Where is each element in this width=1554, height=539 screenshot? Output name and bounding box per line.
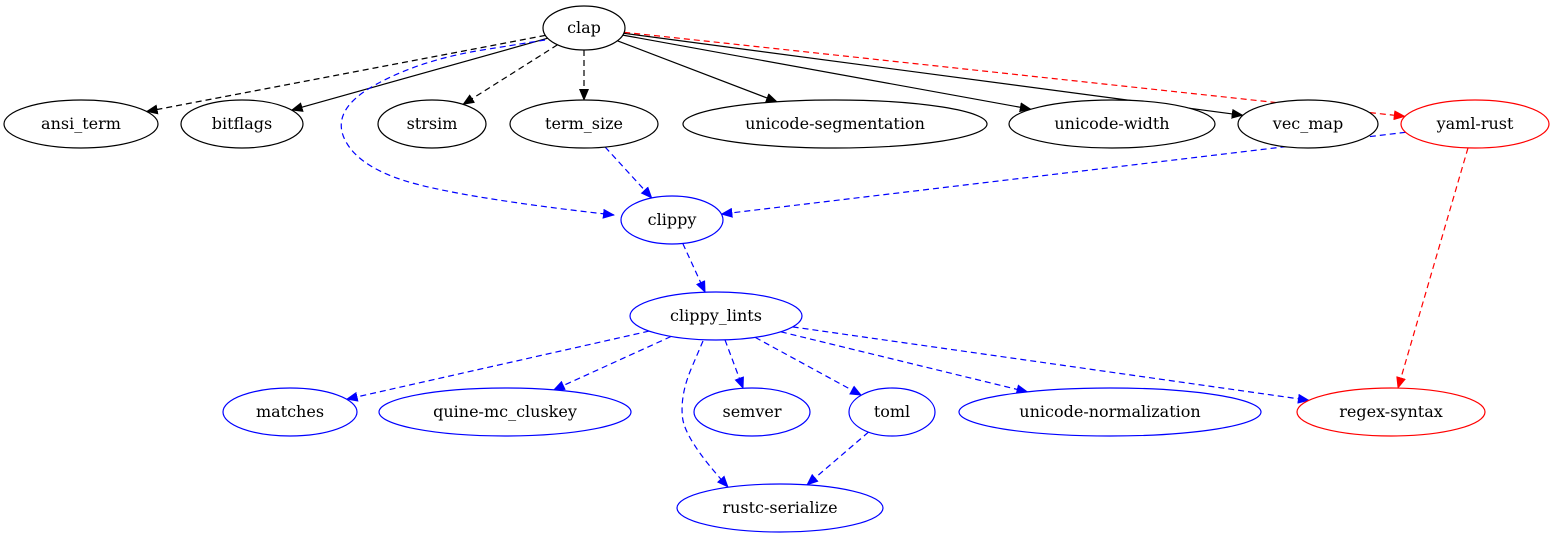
node-unicode-normalization: unicode-normalization — [958, 387, 1262, 437]
edge-clap-to-ansi_term — [145, 34, 546, 115]
edge-toml-to-rustc-serialize — [806, 431, 869, 486]
node-matches: matches — [222, 387, 358, 437]
node-ellipse — [620, 195, 724, 245]
node-label: regex-syntax — [1339, 402, 1443, 421]
node-label: clap — [567, 18, 601, 37]
node-label: ansi_term — [41, 114, 121, 133]
node-ellipse — [180, 99, 304, 149]
edge-clap-to-unicode-segmentation — [617, 40, 778, 103]
node-label: unicode-normalization — [1019, 402, 1200, 421]
edge-clippy-to-clippy_lints — [682, 243, 706, 294]
node-label: matches — [256, 402, 324, 421]
edge-clippy_lints-to-semver — [724, 339, 744, 390]
node-ellipse — [377, 99, 487, 149]
edge-clippy_lints-to-regex-syntax — [792, 326, 1310, 404]
node-label: term_size — [545, 114, 623, 133]
node-label: semver — [722, 402, 781, 421]
node-ansi_term: ansi_term — [3, 99, 159, 149]
node-ellipse — [1400, 99, 1550, 149]
node-ellipse — [848, 387, 936, 437]
node-quine-mc_cluskey: quine-mc_cluskey — [378, 387, 632, 437]
node-label: vec_map — [1272, 114, 1343, 133]
node-label: rustc-serialize — [722, 498, 837, 517]
node-unicode-width: unicode-width — [1008, 99, 1216, 149]
node-clap: clap — [542, 5, 626, 51]
node-label: yaml-rust — [1436, 114, 1514, 133]
node-vec_map: vec_map — [1237, 99, 1379, 149]
node-label: quine-mc_cluskey — [433, 402, 577, 421]
node-ellipse — [682, 99, 988, 149]
edge-yaml-rust-to-regex-syntax — [1396, 147, 1469, 390]
node-label: unicode-segmentation — [745, 114, 925, 133]
node-ellipse — [1237, 99, 1379, 149]
edge-clap-to-unicode-width — [622, 34, 1032, 113]
node-strsim: strsim — [377, 99, 487, 149]
node-unicode-segmentation: unicode-segmentation — [682, 99, 988, 149]
node-label: toml — [874, 402, 910, 421]
node-ellipse — [3, 99, 159, 149]
node-ellipse — [629, 291, 803, 341]
node-label: unicode-width — [1054, 114, 1169, 133]
edge-clippy_lints-to-toml — [754, 336, 863, 396]
edge-clippy_lints-to-quine-mc_cluskey — [552, 335, 672, 391]
node-clippy_lints: clippy_lints — [629, 291, 803, 341]
node-ellipse — [509, 99, 659, 149]
node-ellipse — [693, 387, 811, 437]
node-toml: toml — [848, 387, 936, 437]
node-yaml-rust: yaml-rust — [1400, 99, 1550, 149]
node-ellipse — [1008, 99, 1216, 149]
edge-clap-to-bitflags — [290, 37, 548, 112]
node-regex-syntax: regex-syntax — [1296, 387, 1486, 437]
edge-clap-to-strsim — [462, 44, 558, 105]
node-ellipse — [542, 5, 626, 51]
node-label: bitflags — [212, 114, 272, 133]
node-semver: semver — [693, 387, 811, 437]
node-ellipse — [378, 387, 632, 437]
edge-clippy_lints-to-matches — [345, 330, 650, 402]
node-ellipse — [1296, 387, 1486, 437]
node-label: strsim — [407, 114, 458, 133]
edge-clap-to-clippy — [340, 39, 615, 219]
node-bitflags: bitflags — [180, 99, 304, 149]
edge-clippy_lints-to-unicode-normalization — [780, 331, 1029, 395]
node-ellipse — [676, 483, 884, 533]
node-label: clippy_lints — [670, 306, 762, 325]
edge-clippy_lints-to-rustc-serialize — [681, 340, 729, 488]
node-term_size: term_size — [509, 99, 659, 149]
edge-term_size-to-clippy — [604, 146, 653, 199]
node-label: clippy — [648, 210, 697, 229]
node-clippy: clippy — [620, 195, 724, 245]
node-ellipse — [222, 387, 358, 437]
node-ellipse — [958, 387, 1262, 437]
node-rustc-serialize: rustc-serialize — [676, 483, 884, 533]
